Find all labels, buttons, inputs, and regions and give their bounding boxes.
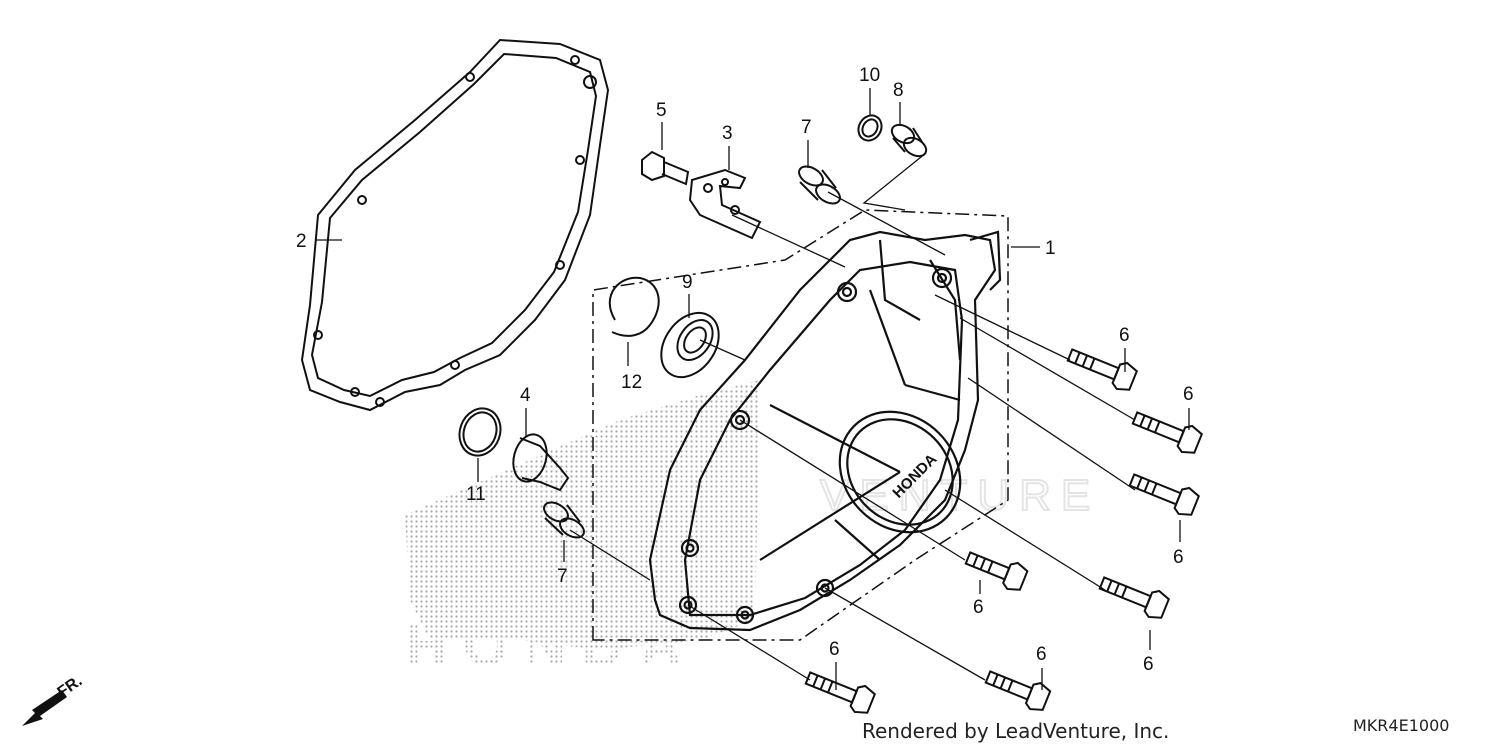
callout-10: 10 <box>859 65 880 86</box>
callout-11: 11 <box>466 484 486 505</box>
bolt-6b <box>1131 411 1203 454</box>
gasket <box>300 38 610 412</box>
dowel-7-top <box>798 165 841 205</box>
callout-1: 1 <box>1045 238 1056 259</box>
bolt-6e <box>1098 576 1170 619</box>
callout-5: 5 <box>656 100 667 121</box>
callout-6a: 6 <box>1119 325 1130 346</box>
shaft-4 <box>512 433 570 492</box>
callout-6f: 6 <box>829 639 840 660</box>
watermark-brand: HONDA <box>405 613 698 678</box>
callout-8: 8 <box>893 80 904 101</box>
render-credit: Rendered by LeadVenture, Inc. <box>862 719 1170 743</box>
callout-7-top: 7 <box>801 117 812 138</box>
bolt-6c <box>1128 473 1200 516</box>
callout-4: 4 <box>520 385 531 406</box>
assembly-bracket <box>592 209 1009 641</box>
callout-ticks <box>477 88 1190 690</box>
callout-6g: 6 <box>1036 644 1047 665</box>
callout-6e: 6 <box>1143 654 1154 675</box>
oil-seal-9 <box>660 311 720 379</box>
callout-labels: 1 2 3 4 5 6 6 6 6 6 6 6 7 7 8 9 10 11 12 <box>296 65 1194 675</box>
flange-bolts <box>804 348 1203 714</box>
callout-7-bottom: 7 <box>557 566 568 587</box>
callout-6d: 6 <box>973 597 984 618</box>
dowel-7-bottom <box>543 501 585 539</box>
callout-6b: 6 <box>1183 384 1194 405</box>
bolt-5 <box>641 150 690 186</box>
small-parts <box>458 114 928 539</box>
callout-2: 2 <box>296 231 307 252</box>
o-ring-11 <box>458 407 502 457</box>
callout-12: 12 <box>621 372 642 393</box>
diagram-code: MKR4E1000 <box>1353 716 1450 735</box>
o-ring-10 <box>857 114 883 142</box>
arrow-down-left-icon <box>22 690 67 726</box>
callout-3: 3 <box>722 123 733 144</box>
leader-lines <box>316 152 1136 681</box>
bracket-3 <box>688 168 762 240</box>
bolt-6a <box>1066 348 1138 391</box>
front-direction-indicator: FR. <box>22 673 85 726</box>
bolt-6f <box>804 671 876 714</box>
circlip-12 <box>608 276 660 337</box>
bolt-6d <box>964 551 1029 591</box>
dowel-8 <box>890 123 928 158</box>
bolt-6g <box>984 670 1052 711</box>
honda-watermark: HONDA VENTURE <box>405 380 1091 678</box>
callout-6c: 6 <box>1173 547 1184 568</box>
callout-9: 9 <box>682 272 693 293</box>
